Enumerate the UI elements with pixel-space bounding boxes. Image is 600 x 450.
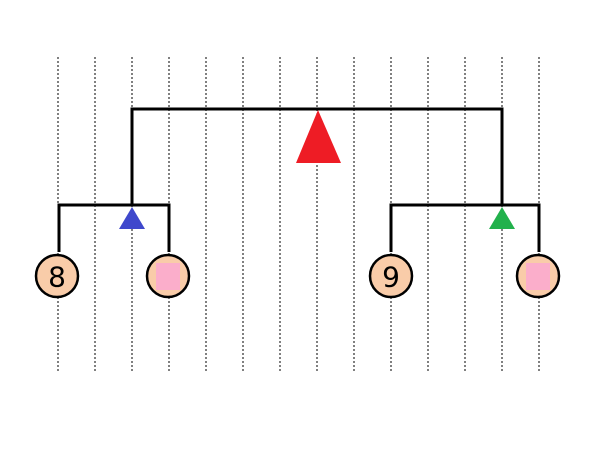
leaf-blank-left [145,253,191,299]
right-branch-line [389,203,541,252]
right-node-triangle [489,207,515,229]
leaf-label: 8 [48,261,66,294]
leaf-9: 9 [368,253,414,299]
left-branch-line [57,203,171,252]
blank-answer-square [526,263,550,290]
leaf-blank-right [515,253,561,299]
leaf-circle [368,253,414,299]
root-branch-line [130,107,504,205]
root-node-triangle [296,110,341,163]
blank-answer-square [156,263,180,290]
left-node-triangle [119,207,145,229]
leaf-circle [34,253,80,299]
leaf-8: 8 [34,253,80,299]
leaf-label: 9 [382,261,400,294]
